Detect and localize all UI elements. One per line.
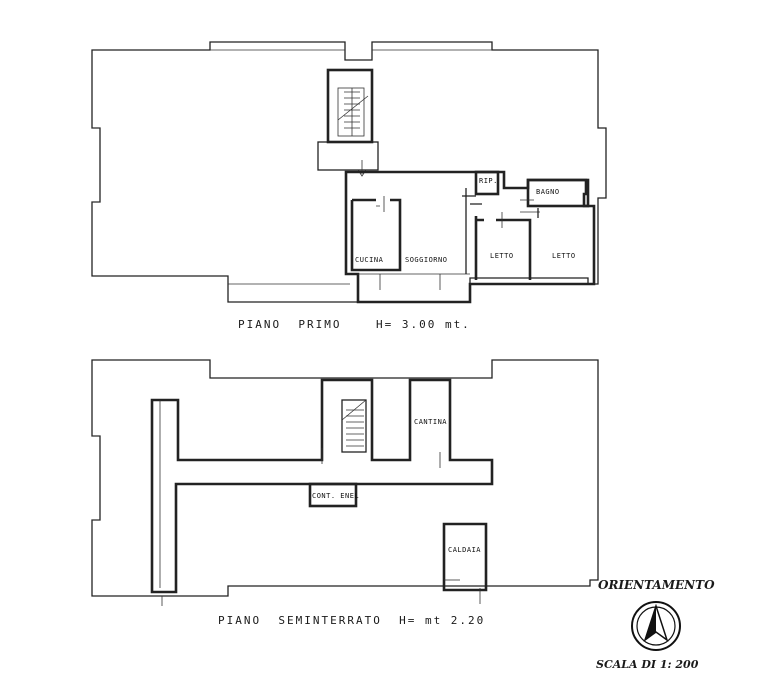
room-cont-enel: CONT. ENEL — [312, 492, 359, 500]
first-floor-caption: PIANO PRIMO H= 3.00 mt. — [238, 318, 471, 331]
north-arrow-icon — [631, 601, 681, 651]
room-letto-1: LETTO — [490, 252, 514, 260]
stair-core — [317, 68, 379, 177]
cont-enel-room — [308, 482, 358, 508]
orientation-label: ORIENTAMENTO — [598, 578, 715, 592]
room-cantina: CANTINA — [414, 418, 447, 426]
rip-room — [474, 170, 500, 196]
first-floor-plan: RIP. BAGNO CUCINA SOGGIORNO LETTO LETTO — [91, 41, 607, 304]
room-caldaia: CALDAIA — [448, 546, 481, 554]
basement-plan: CANTINA CONT. ENEL CALDAIA — [91, 359, 599, 606]
scale-label: SCALA DI 1: 200 — [596, 658, 699, 671]
caldaia-room — [442, 522, 488, 592]
room-rip: RIP. — [479, 177, 498, 185]
room-letto-2: LETTO — [552, 252, 576, 260]
basement-outline — [91, 359, 599, 597]
bathroom — [526, 178, 590, 208]
room-cucina: CUCINA — [355, 256, 384, 264]
basement-caption: PIANO SEMINTERRATO H= mt 2.20 — [218, 614, 486, 627]
basement-corridor — [150, 378, 494, 594]
room-bagno: BAGNO — [536, 188, 560, 196]
room-soggiorno: SOGGIORNO — [405, 256, 447, 264]
basement-stair — [341, 399, 367, 453]
first-floor-outline — [91, 41, 607, 303]
